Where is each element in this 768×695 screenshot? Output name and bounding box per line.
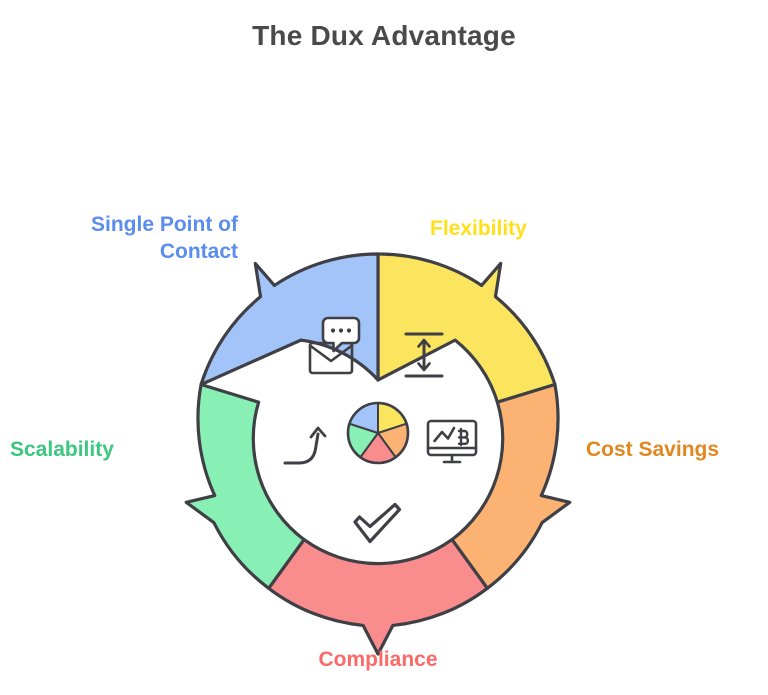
page-title: The Dux Advantage [252, 20, 516, 51]
ring-segment-cost-savings[interactable] [450, 382, 572, 590]
ring-segment-compliance[interactable] [267, 538, 489, 656]
monitor-finance-chart-icon [426, 419, 478, 464]
checkmark-icon [353, 502, 402, 544]
donut-ring [184, 252, 572, 656]
segment-label-scalability[interactable]: Scalability [10, 438, 114, 461]
segment-label-cost-savings[interactable]: Cost Savings [586, 438, 720, 461]
growth-arrow-icon [283, 426, 327, 465]
envelope-chat-icon [308, 316, 361, 375]
center-pie-chart [346, 401, 410, 465]
ring-segment-scalability[interactable] [184, 382, 306, 590]
ring-segment-single-point-of-contact[interactable] [199, 252, 380, 387]
resize-vertical-arrow-icon [404, 332, 444, 378]
segment-label-single-point-of-contact[interactable]: Single Point of Contact [91, 213, 238, 263]
pie-outline [346, 401, 410, 465]
segment-label-compliance[interactable]: Compliance [318, 648, 438, 671]
ring-segment-flexibility[interactable] [376, 252, 557, 404]
segment-label-flexibility[interactable]: Flexibility [430, 217, 527, 240]
